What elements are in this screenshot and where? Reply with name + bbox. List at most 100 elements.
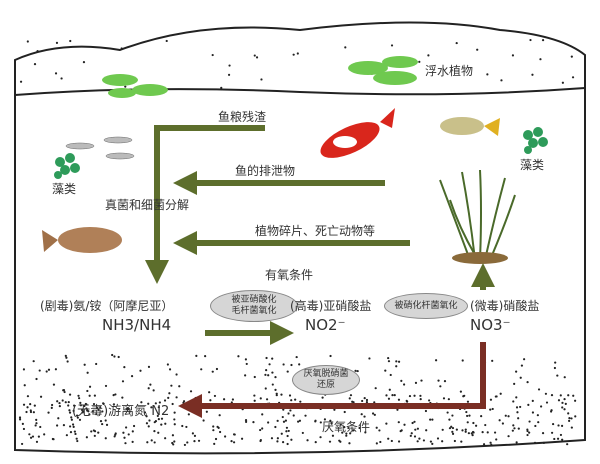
sediment-dot (466, 400, 470, 403)
sediment-dot (50, 406, 53, 409)
sediment-dot (455, 428, 458, 431)
sediment-dot (173, 423, 176, 426)
sediment-dot (95, 413, 98, 416)
sediment-dot (232, 433, 236, 436)
sediment-dot (147, 387, 150, 390)
sediment-dot (411, 421, 414, 425)
denitrify-text-2: 还原 (316, 380, 335, 390)
sediment-dot (81, 408, 84, 412)
sediment-dot (153, 430, 156, 433)
sediment-dot (121, 380, 125, 383)
sediment-dot (553, 366, 556, 370)
sediment-dot (173, 440, 176, 443)
sediment-dot (520, 364, 524, 367)
sediment-dot (285, 430, 288, 433)
sediment-dot (267, 374, 270, 377)
sediment-dot (472, 421, 475, 425)
sediment-dot (271, 383, 274, 386)
sediment-dot (413, 394, 416, 397)
sediment-dot (306, 439, 309, 442)
sediment-dot (145, 422, 149, 425)
nitrosomonas-ellipse: 被亚硝酸化毛杆菌氧化 (210, 290, 298, 322)
sediment-dot (39, 425, 42, 429)
sediment-dot (571, 76, 575, 79)
sediment-dot (290, 363, 293, 367)
sediment-dot (211, 53, 214, 57)
sediment-dot (361, 399, 364, 403)
sediment-dot (173, 411, 176, 414)
sediment-dot (70, 418, 73, 421)
sediment-dot (448, 427, 452, 430)
sediment-dot (467, 432, 470, 435)
sediment-dot (56, 400, 59, 403)
sediment-dot (271, 371, 274, 374)
sediment-dot (470, 432, 473, 435)
sediment-dot (268, 363, 271, 366)
sediment-dot (429, 418, 432, 421)
sediment-dot (25, 410, 28, 414)
sediment-dot (147, 365, 151, 368)
sediment-dot (550, 431, 554, 434)
sediment-dot (97, 408, 100, 411)
sediment-dot (149, 383, 152, 386)
sediment-dot (274, 425, 277, 429)
sediment-dot (222, 398, 226, 401)
sediment-dot (284, 419, 287, 422)
sediment-dot (281, 441, 285, 444)
sediment-dot (157, 431, 160, 434)
sediment-dot (253, 394, 256, 397)
sediment-dot (561, 81, 564, 84)
sediment-dot (570, 55, 573, 58)
sediment-dot (200, 368, 203, 371)
sediment-dot (526, 381, 529, 384)
sediment-dot (101, 410, 104, 413)
sediment-dot (26, 406, 29, 409)
sediment-dot (385, 394, 388, 397)
sediment-dot (389, 373, 392, 377)
sediment-dot (58, 401, 61, 405)
sediment-dot (152, 389, 155, 392)
sediment-dot (26, 40, 29, 43)
sediment-dot (255, 56, 259, 59)
sediment-dot (526, 429, 529, 433)
sediment-dot (572, 394, 575, 397)
sediment-dot (158, 401, 161, 404)
sediment-dot (204, 355, 207, 358)
sediment-dot (500, 79, 503, 82)
sediment-dot (182, 401, 185, 404)
sediment-dot (390, 439, 393, 443)
sediment-dot (232, 441, 236, 444)
sediment-dot (344, 46, 347, 49)
sediment-dot (515, 406, 519, 409)
sediment-dot (183, 443, 186, 447)
ammonia-label: (剧毒)氨/铵（阿摩尼亚） (40, 299, 174, 313)
sediment-dot (568, 419, 571, 423)
sediment-dot (343, 425, 346, 429)
sediment-dot (51, 437, 54, 441)
sediment-dot (123, 366, 126, 369)
sediment-dot (86, 371, 89, 374)
sediment-dot (47, 411, 50, 414)
sediment-dot (408, 394, 412, 398)
sediment-dot (416, 427, 419, 430)
sediment-dot (314, 419, 317, 422)
sediment-dot (189, 390, 193, 393)
sediment-dot (371, 412, 375, 415)
sediment-dot (482, 443, 486, 446)
sediment-dot (261, 413, 264, 416)
sediment-dot (345, 434, 348, 437)
sediment-dot (384, 369, 387, 372)
sediment-dot (194, 396, 197, 400)
small-fish (65, 136, 135, 160)
sediment-dot (185, 425, 188, 429)
sediment-dot (276, 437, 279, 440)
sediment-dot (299, 400, 302, 403)
sediment-dot (76, 416, 79, 419)
sediment-dot (112, 394, 115, 397)
sediment-dot (64, 354, 67, 357)
sediment-dot (507, 415, 510, 418)
sediment-dot (123, 436, 126, 439)
sediment-dot (387, 437, 390, 440)
sediment-dot (33, 404, 36, 407)
sediment-dot (292, 53, 295, 56)
